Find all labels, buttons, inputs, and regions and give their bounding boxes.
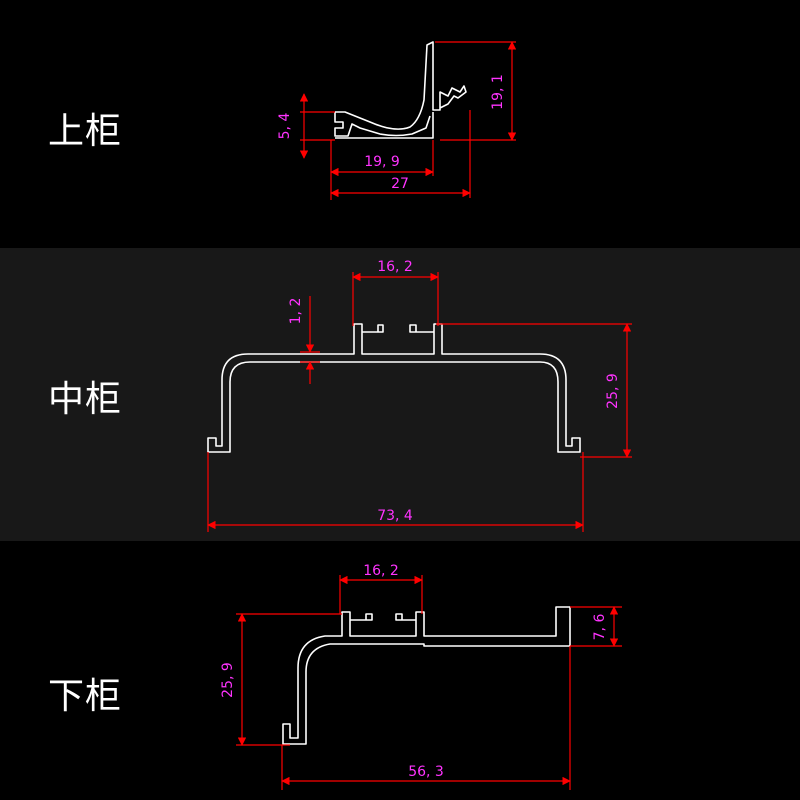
top-dim-height-left: 5, 4 <box>277 113 293 140</box>
top-cabinet-section <box>0 0 800 248</box>
bottom-cabinet-label: 下柜 <box>48 676 123 717</box>
middle-dim-width-total: 73, 4 <box>377 508 413 524</box>
bottom-dim-height-left: 25, 9 <box>220 662 236 698</box>
middle-dim-wall-thickness: 1, 2 <box>288 298 304 325</box>
bottom-profile <box>282 606 571 745</box>
middle-profile <box>207 323 581 453</box>
top-profile <box>334 41 467 139</box>
middle-cabinet-label: 中柜 <box>48 379 123 420</box>
middle-dim-height: 25, 9 <box>605 373 621 409</box>
bottom-dim-slot-width: 16, 2 <box>363 563 399 579</box>
top-cabinet-label: 上柜 <box>48 111 123 152</box>
top-dim-width-inner: 19, 9 <box>364 154 400 170</box>
top-dim-width-total: 27 <box>391 176 409 192</box>
top-dimensions <box>299 41 517 200</box>
middle-cabinet-section <box>0 248 800 541</box>
bottom-dim-width-total: 56, 3 <box>408 764 444 780</box>
bottom-dim-height-right: 7, 6 <box>592 614 608 641</box>
middle-dimensions <box>207 272 632 532</box>
middle-dim-slot-width: 16, 2 <box>377 259 413 275</box>
top-dim-height-right: 19, 1 <box>490 74 506 110</box>
bottom-dimensions <box>236 575 622 790</box>
